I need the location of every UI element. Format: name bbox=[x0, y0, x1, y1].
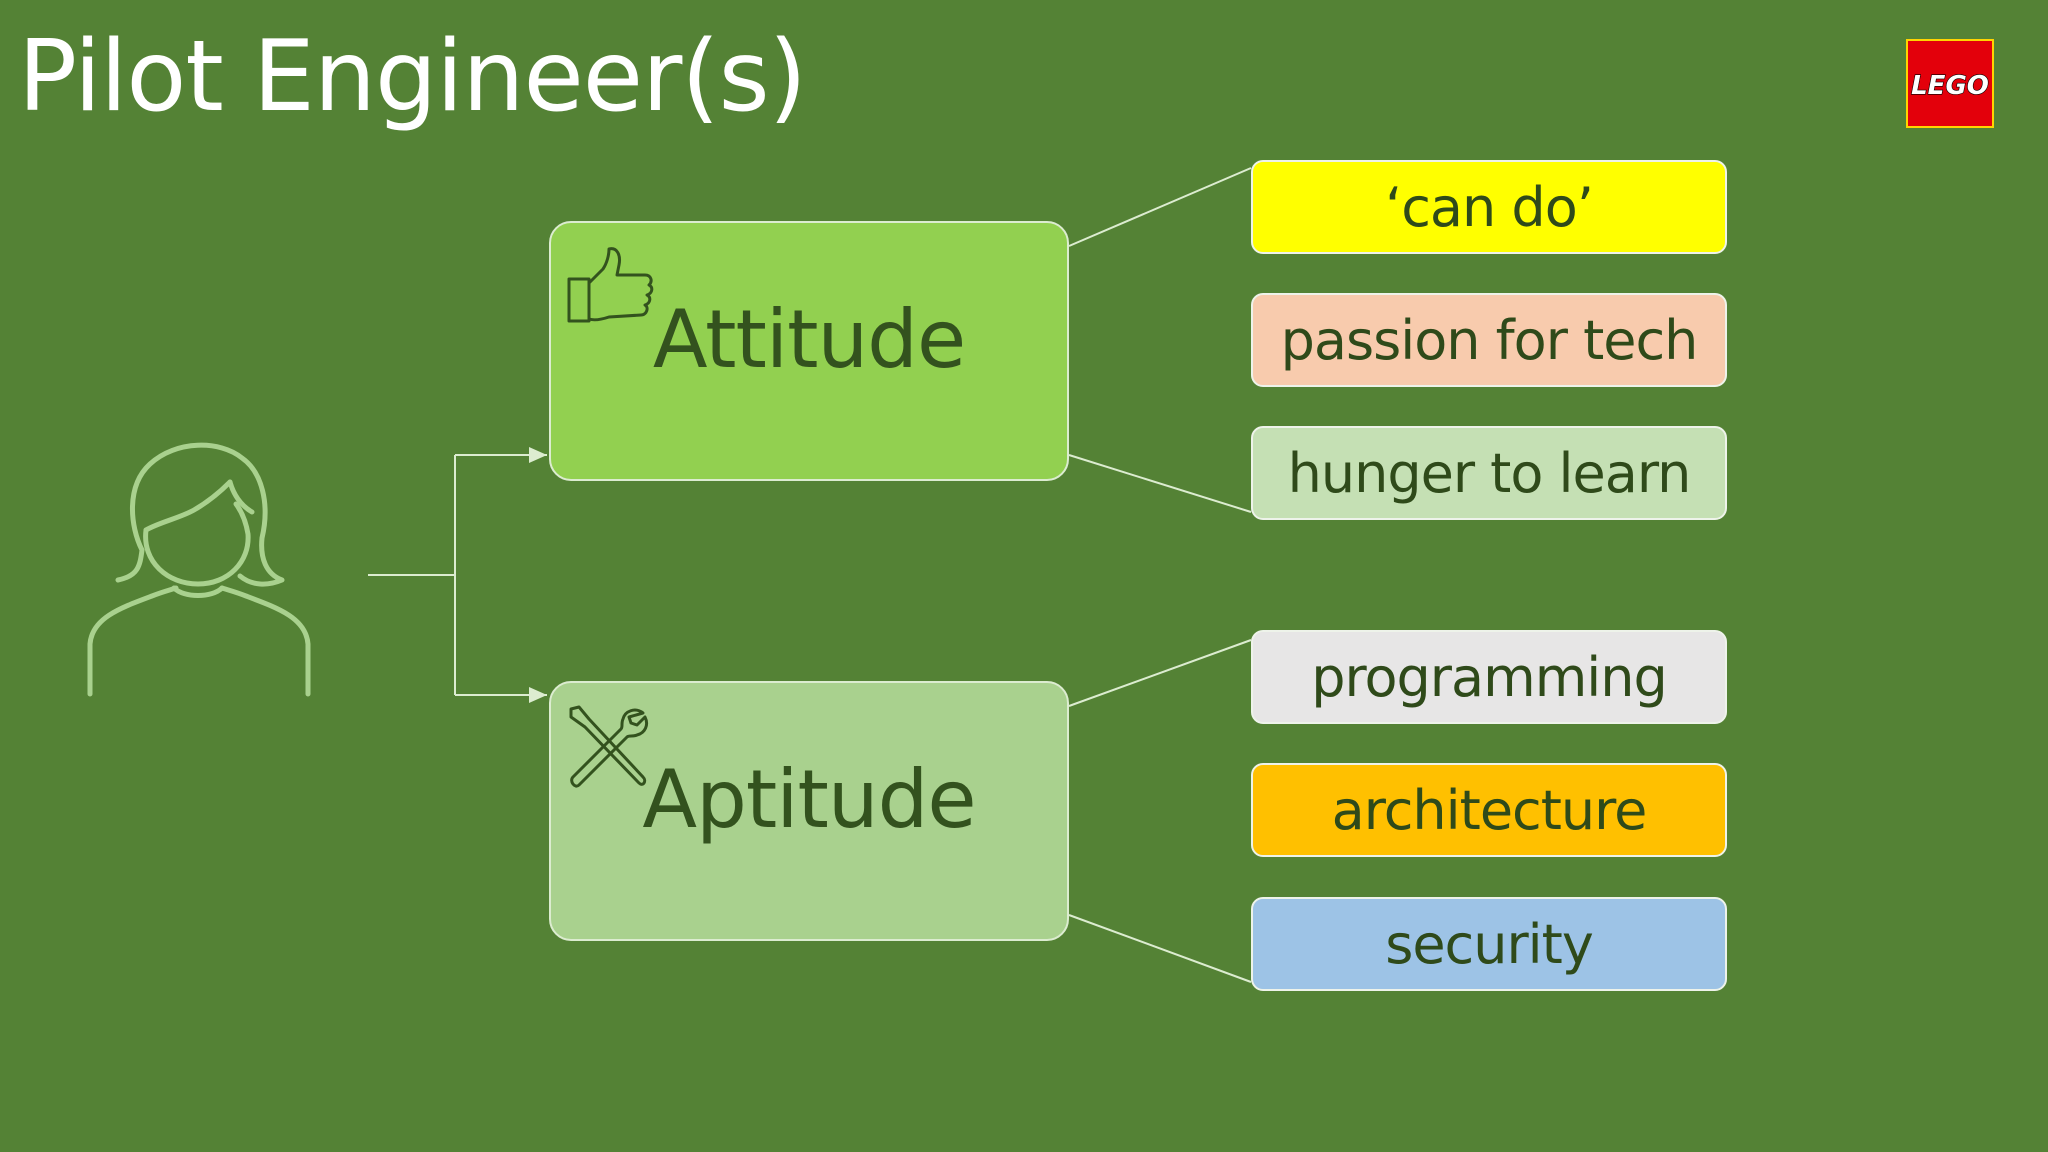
person-outline-icon bbox=[87, 442, 311, 697]
attitude-bracket-bottom bbox=[1068, 454, 1252, 513]
attitude-label: Attitude bbox=[652, 293, 966, 386]
slide-title: Pilot Engineer(s) bbox=[18, 20, 807, 134]
trait-programming: programming bbox=[1251, 630, 1727, 724]
aptitude-bracket-bottom bbox=[1068, 914, 1252, 983]
lego-logo: LEGO bbox=[1906, 39, 1994, 128]
aptitude-label: Aptitude bbox=[642, 753, 976, 846]
trait-hunger-to-learn: hunger to learn bbox=[1251, 426, 1727, 520]
trait-security: security bbox=[1251, 897, 1727, 991]
lego-logo-text: LEGO bbox=[1911, 71, 1989, 101]
attitude-bracket-top bbox=[1068, 167, 1252, 247]
aptitude-bracket-top bbox=[1068, 639, 1252, 707]
thumbs-up-icon bbox=[567, 247, 654, 323]
trait-architecture: architecture bbox=[1251, 763, 1727, 857]
wrench-screwdriver-icon bbox=[569, 705, 649, 788]
trait-can-do: ‘can do’ bbox=[1251, 160, 1727, 254]
attitude-box: Attitude bbox=[549, 221, 1069, 481]
aptitude-box: Aptitude bbox=[549, 681, 1069, 941]
lego-logo-icon: LEGO bbox=[1911, 70, 1990, 101]
trait-passion-for-tech: passion for tech bbox=[1251, 293, 1727, 387]
